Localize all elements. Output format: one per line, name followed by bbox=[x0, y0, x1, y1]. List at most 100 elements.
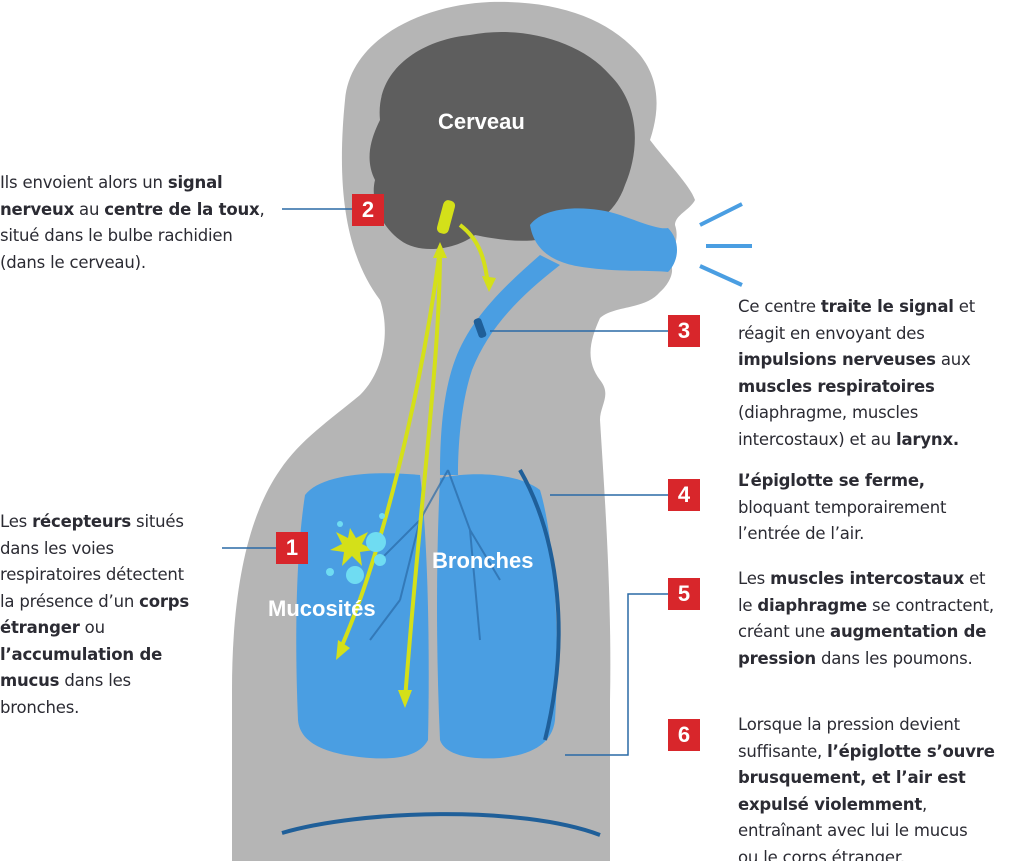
text: Lorsque la pression devient bbox=[738, 715, 960, 734]
text-line: réagit en envoyant des bbox=[738, 321, 975, 348]
text-line: bronches. bbox=[0, 695, 189, 722]
rib-muscle-line bbox=[518, 469, 561, 741]
leader-lines bbox=[222, 208, 668, 756]
text: bronches. bbox=[0, 697, 80, 717]
bold-text: expulsé violemment bbox=[738, 794, 923, 814]
foreign-body-icon bbox=[330, 528, 374, 566]
text: Ils envoient alors un bbox=[0, 173, 168, 192]
text-line: L’épiglotte se ferme, bbox=[738, 468, 946, 495]
text-line: expulsé violemment, bbox=[738, 792, 995, 819]
text-line: bloquant temporairement bbox=[738, 495, 946, 522]
step-badge-5: 5 bbox=[668, 578, 700, 610]
text-line: nerveux au centre de la toux, bbox=[0, 197, 265, 224]
text-line: impulsions nerveuses aux bbox=[738, 347, 975, 374]
text: et bbox=[964, 569, 986, 588]
text-line: (dans le cerveau). bbox=[0, 250, 265, 277]
text-line: mucus dans les bbox=[0, 668, 189, 695]
step-badge-4: 4 bbox=[668, 479, 700, 511]
text: Les bbox=[738, 569, 771, 588]
bold-text: étranger bbox=[0, 618, 80, 637]
bold-text: diaphragme bbox=[757, 595, 868, 615]
step-badge-1: 1 bbox=[276, 532, 308, 564]
text: dans les poumons. bbox=[815, 648, 973, 668]
text-line: suffisante, l’épiglotte s’ouvre bbox=[738, 739, 995, 766]
text-line: pression dans les poumons. bbox=[738, 646, 994, 673]
text: suffisante, bbox=[738, 741, 828, 761]
diaphragm-line bbox=[281, 812, 601, 837]
text-line: dans les voies bbox=[0, 536, 189, 563]
text-line: muscles respiratoires bbox=[738, 374, 975, 401]
bold-text: récepteurs bbox=[32, 512, 132, 531]
step-badge-2: 2 bbox=[352, 194, 384, 226]
mucus-bubbles bbox=[326, 513, 386, 584]
bronchi-label: Bronches bbox=[432, 548, 534, 573]
step-text-6: Lorsque la pression devient suffisante, l… bbox=[738, 712, 995, 861]
bold-text: muscles intercostaux bbox=[770, 569, 965, 588]
text: , bbox=[259, 199, 265, 219]
bold-text: muscles respiratoires bbox=[738, 376, 935, 396]
text-line: la présence d’un corps bbox=[0, 589, 189, 616]
text-line: situé dans le bulbe rachidien bbox=[0, 223, 265, 250]
bold-text: l’accumulation de bbox=[0, 644, 163, 664]
text: situé dans le bulbe rachidien bbox=[0, 226, 233, 245]
text: respiratoires détectent bbox=[0, 565, 184, 584]
bold-text: augmentation de bbox=[830, 622, 987, 641]
epiglottis-marker bbox=[473, 318, 487, 338]
text-line: Ce centre traite le signal et bbox=[738, 294, 975, 321]
text-line: Les récepteurs situés bbox=[0, 509, 189, 536]
text: créant une bbox=[738, 622, 831, 641]
brain-label: Cerveau bbox=[438, 109, 525, 134]
text: l’entrée de l’air. bbox=[738, 524, 865, 543]
airway bbox=[296, 208, 677, 759]
step-badge-3: 3 bbox=[668, 315, 700, 347]
right-lung bbox=[437, 474, 557, 759]
text: Ce centre bbox=[738, 297, 821, 316]
text: réagit en envoyant des bbox=[738, 323, 925, 343]
text-line: étranger ou bbox=[0, 615, 189, 642]
text: (dans le cerveau). bbox=[0, 252, 146, 272]
bold-text: mucus bbox=[0, 671, 60, 690]
text: se contractent, bbox=[867, 595, 994, 615]
text: le bbox=[738, 595, 758, 615]
brain-shape bbox=[369, 31, 635, 250]
text: ou le corps étranger. bbox=[738, 847, 905, 861]
text: dans les bbox=[59, 671, 131, 690]
text: , bbox=[922, 794, 928, 814]
text-line: Les muscles intercostaux et bbox=[738, 566, 994, 593]
text: bloquant temporairement bbox=[738, 497, 947, 517]
text-line: ou le corps étranger. bbox=[738, 845, 995, 861]
text: Les bbox=[0, 512, 33, 531]
text: (diaphragme, muscles bbox=[738, 403, 919, 422]
text: au bbox=[74, 199, 105, 219]
text-line: (diaphragme, muscles bbox=[738, 400, 975, 427]
bold-text: nerveux bbox=[0, 199, 75, 219]
text-line: créant une augmentation de bbox=[738, 619, 994, 646]
text: intercostaux) et au bbox=[738, 429, 897, 449]
bold-text: L’épiglotte se ferme, bbox=[738, 471, 925, 490]
text: la présence d’un bbox=[0, 591, 140, 611]
text-line: le diaphragme se contractent, bbox=[738, 593, 994, 620]
bold-text: larynx. bbox=[896, 429, 959, 449]
bold-text: l’épiglotte s’ouvre bbox=[827, 741, 995, 761]
text: dans les voies bbox=[0, 538, 114, 558]
bold-text: pression bbox=[738, 648, 816, 668]
text-line: Lorsque la pression devient bbox=[738, 712, 995, 739]
text-line: intercostaux) et au larynx. bbox=[738, 427, 975, 454]
mucus-label: Mucosités bbox=[268, 596, 376, 621]
bold-text: brusquement, et l’air est bbox=[738, 768, 966, 787]
text: et bbox=[953, 297, 976, 316]
step-badge-6: 6 bbox=[668, 719, 700, 751]
bold-text: corps bbox=[139, 591, 190, 611]
text: situés bbox=[131, 512, 184, 531]
text-line: respiratoires détectent bbox=[0, 562, 189, 589]
text: ou bbox=[79, 618, 105, 637]
text: entraînant avec lui le mucus bbox=[738, 821, 968, 840]
bold-text: traite le signal bbox=[820, 297, 954, 316]
text-line: l’accumulation de bbox=[0, 642, 189, 669]
